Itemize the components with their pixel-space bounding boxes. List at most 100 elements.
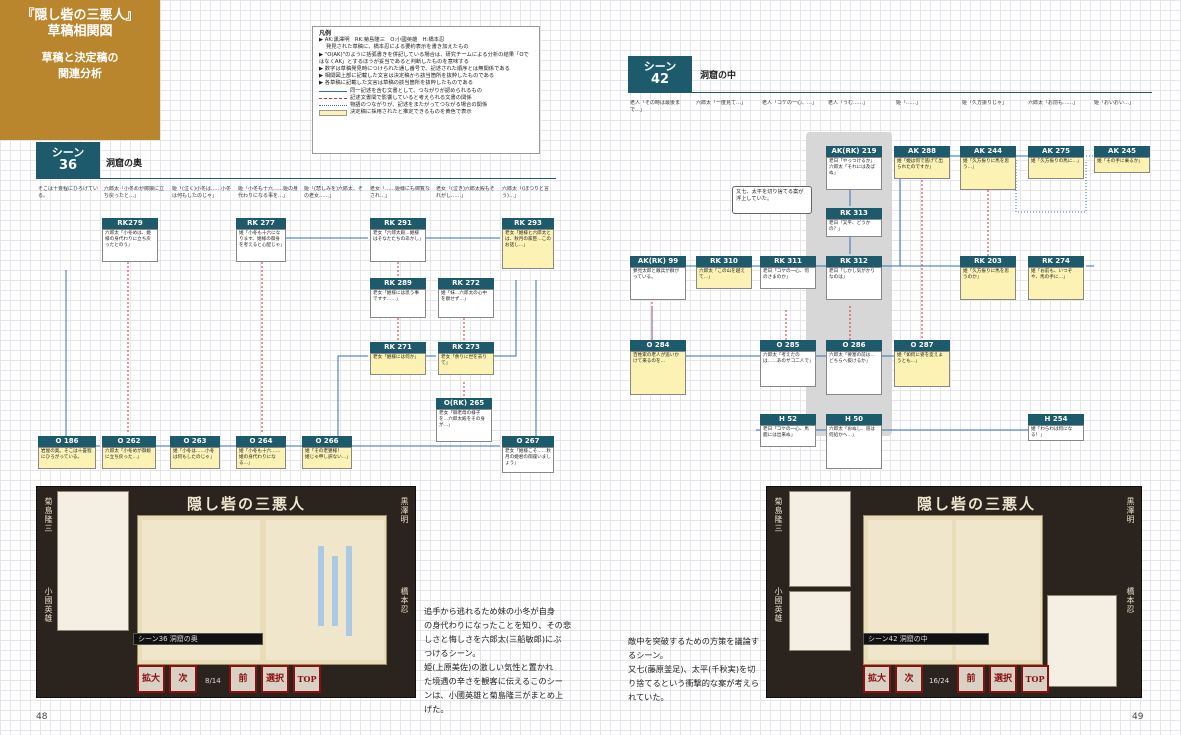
legend-line-row: 記述文書間で影響していると考えられる文書の関係 xyxy=(319,95,533,102)
scene-42-description: 敵中を突破するための方策を議論するシーン。又七(藤原釜足)、太平(千秋実)を切り… xyxy=(628,636,760,702)
header-title: 『隠し砦の三悪人』 xyxy=(21,8,139,23)
header-title-2: 草稿相関図 xyxy=(47,24,113,39)
scene-label: シーン xyxy=(643,60,677,73)
prev-button[interactable]: 前 xyxy=(229,665,257,693)
legend-line-text: 同一記述を含む文書として、つながりが認められるもの xyxy=(350,87,482,94)
draft-node-id: AK 288 xyxy=(894,146,950,157)
draft-node-id: RK 293 xyxy=(502,218,554,229)
draft-node-id: O 263 xyxy=(170,436,220,447)
viewer-author-name: 橋本忍 xyxy=(400,587,409,614)
draft-node-id: O(RK) 265 xyxy=(436,398,492,409)
scene-42-badge: シーン 42 xyxy=(628,56,692,92)
speech-bubble-note: 又七、太平を切り捨てる案が浮上していた。 xyxy=(732,186,812,214)
draft-node-id: O 262 xyxy=(102,436,156,447)
draft-node-text: 老日「しかし気がかりなのは」 xyxy=(826,267,882,300)
legend-item: ▶ 相関図上部に記載した文言は決定稿から該当箇所を抜粋したものである xyxy=(319,73,495,80)
draft-node-id: O 285 xyxy=(760,340,816,351)
draft-node-id: RK 271 xyxy=(370,342,426,353)
draft-node-text: 姫「小冬は……小冬は何もしたのじゃ」 xyxy=(170,447,220,469)
draft-node-text: 六郎太「要塞の前は…どちらへ抜けるか」 xyxy=(826,351,882,395)
page-counter: 8/14 xyxy=(205,677,221,685)
draft-node-text: 姫「妹…六郎太の心中を察せず…」 xyxy=(438,289,494,318)
scene-36-name: 洞窟の奥 xyxy=(106,159,143,169)
draft-node-id: H 52 xyxy=(760,414,816,425)
draft-node-id: RK 277 xyxy=(236,218,286,229)
draft-node-text: 六郎太「小冬めが御娘に立ち戻った…」 xyxy=(102,447,156,469)
viewer-author-name: 橋本忍 xyxy=(1126,587,1135,614)
draft-node-text: 姫「姫は何で逃げて出られたのですか」 xyxy=(894,157,950,179)
draft-node-text: 姫「わらわは何になる！」 xyxy=(1028,425,1084,441)
legend-item: 発見された草稿に、橋本忍による要約表示を書き加えたもの xyxy=(319,44,469,51)
final-script-note: 姫「(泣く)小冬は……小冬は何もしたのじゃ」 xyxy=(172,186,231,199)
yellow-box-swatch xyxy=(319,109,347,116)
draft-node-id: RK 273 xyxy=(438,342,494,353)
zoom-button[interactable]: 拡大 xyxy=(137,665,165,693)
archive-viewer-42: 隠し砦の三悪人 菊島隆三 小國英雄 黒澤明 橋本忍 シーン42 洞窟の中 拡大 … xyxy=(766,486,1142,698)
draft-node-id: RK 311 xyxy=(760,256,816,267)
final-script-note: 姫「小冬も十六……姫の身代わりになる事を…」 xyxy=(238,186,299,199)
scene-label: シーン xyxy=(51,146,85,159)
select-button[interactable]: 選択 xyxy=(989,665,1017,693)
viewer-caption: シーン42 洞窟の中 xyxy=(863,633,989,645)
draft-node-id: RK279 xyxy=(102,218,158,229)
final-script-note: 六郎太「(ぽつりと言う)…」 xyxy=(502,186,549,199)
draft-thumbnail[interactable] xyxy=(789,491,851,587)
draft-node-id: H 50 xyxy=(826,414,882,425)
viewer-author-name: 小國英雄 xyxy=(774,587,783,623)
final-script-note: 六郎太「お前も……」 xyxy=(1028,100,1079,106)
next-button[interactable]: 次 xyxy=(895,665,923,693)
draft-thumbnail[interactable] xyxy=(57,491,129,631)
draft-node-text: 姫「如何に姿を変えようとも…」 xyxy=(894,351,950,387)
blue-dotted-swatch xyxy=(319,105,347,107)
final-script-note: 老女「……姫様にも御覧なされ…」 xyxy=(370,186,431,199)
draft-node-id: AK(RK) 99 xyxy=(630,256,686,267)
draft-node-id: O 287 xyxy=(894,340,950,351)
viewer-author-name: 黒澤明 xyxy=(1126,497,1135,524)
legend-item: ▶ 数字は草稿発見時につけられた通し番号で、記述された順序とは無関係である xyxy=(319,66,510,73)
final-script-note: 六郎太「一度見て…」 xyxy=(696,100,747,106)
scene-number: 36 xyxy=(58,158,78,173)
draft-node-id: O 264 xyxy=(236,436,286,447)
final-script-note: 老人「うむ……」 xyxy=(828,100,869,106)
header-block: 『隠し砦の三悪人』 草稿相関図 草稿と決定稿の 関連分析 xyxy=(0,0,160,140)
viewer-author-name: 菊島隆三 xyxy=(44,497,53,533)
draft-node-text: 老女「姫様こそ……秋月の姫君の御座いましょう」 xyxy=(502,447,554,473)
draft-node-id: O 266 xyxy=(302,436,352,447)
final-script-note: 姫「……」 xyxy=(896,100,922,106)
legend-line-row: 物語のつながりが、記述をまたがってつながる場合の関係 xyxy=(319,102,533,109)
draft-node-text: 夢見太郎と敵兵が群がっている。 xyxy=(630,267,686,300)
draft-node-id: AK 244 xyxy=(960,146,1016,157)
red-dashed-swatch xyxy=(319,97,347,99)
draft-node-id: RK 272 xyxy=(438,278,494,289)
zoom-button[interactable]: 拡大 xyxy=(863,665,891,693)
legend-box: 凡例 ▶ AK:黒澤明 RK:菊島隆三 O:小國英雄 H:橋本忍 発見された草稿… xyxy=(312,26,540,154)
legend-line-text: 物語のつながりが、記述をまたがってつながる場合の関係 xyxy=(350,102,488,109)
draft-node-text: 姫「久方振りに馬を思う…」 xyxy=(960,157,1016,190)
final-script-note: 老女「(泣き)六郎太殿もそれがし……」 xyxy=(436,186,495,199)
draft-node-text: 老女「御老母の様子を…六郎太殿をその身が…」 xyxy=(436,409,492,442)
draft-thumbnail[interactable] xyxy=(1047,595,1117,687)
next-button[interactable]: 次 xyxy=(169,665,197,693)
draft-node-text: 老日「又平、どうかの？」 xyxy=(826,219,882,237)
archive-viewer-36: 隠し砦の三悪人 菊島隆三 小國英雄 黒澤明 橋本忍 シーン36 洞窟の奥 拡大 … xyxy=(36,486,416,698)
viewer-title: 隠し砦の三悪人 xyxy=(917,495,1037,513)
legend-item: ▶ "O(AK)"のように括弧書きを併記している場合は、研究チームによる分析の結… xyxy=(319,51,529,65)
final-script-note: 老人「その時は最後まで…」 xyxy=(630,100,681,113)
solid-line-swatch xyxy=(319,90,347,92)
final-script-note: 老人「コケの一心、…」 xyxy=(762,100,818,106)
draft-node-text: 老女「姫様には思う事ですす……」 xyxy=(370,289,426,318)
manuscript-spread[interactable] xyxy=(863,515,1043,665)
legend-item: ▶ 各草稿に記載した文言は草稿の該当箇所を抜粋したものである xyxy=(319,80,474,87)
top-button[interactable]: TOP xyxy=(1021,665,1049,693)
draft-node-id: RK 203 xyxy=(960,256,1016,267)
draft-node-text: 老女「姫様には何か」 xyxy=(370,353,426,375)
draft-node-text: 六郎太「おぬし、道は何処かへ…」 xyxy=(826,425,882,469)
draft-node-id: RK 291 xyxy=(370,218,426,229)
prev-button[interactable]: 前 xyxy=(957,665,985,693)
scene-36-connectors xyxy=(65,237,537,447)
draft-node-text: 老日「コケの一心、何のさまのか」 xyxy=(760,267,816,289)
select-button[interactable]: 選択 xyxy=(261,665,289,693)
top-button[interactable]: TOP xyxy=(293,665,321,693)
legend-line-text: 決定稿に採用されたと推定できるものを黄色で表示 xyxy=(350,109,472,116)
draft-thumbnail[interactable] xyxy=(789,591,851,651)
